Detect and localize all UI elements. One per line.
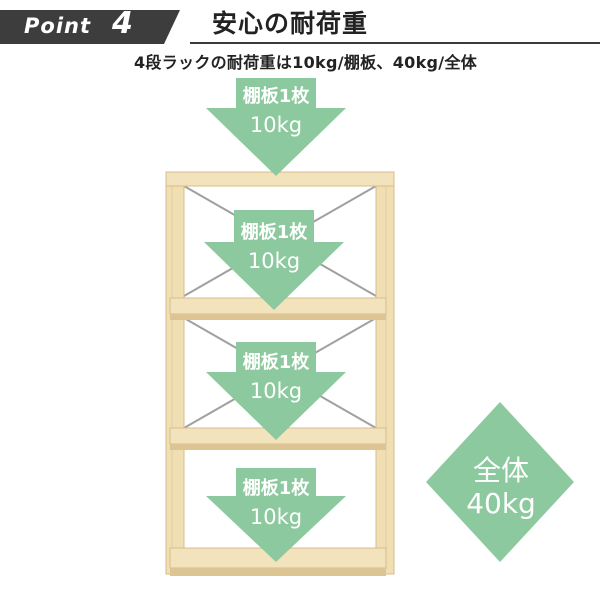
arrow-shape-4: [206, 468, 346, 562]
total-load: 全体 40kg: [436, 455, 566, 521]
point-badge: Point 4: [0, 4, 180, 44]
total-diamond: [426, 402, 574, 562]
point-number: 4: [112, 6, 133, 41]
shelf-load-4: 棚板1枚 10kg: [206, 478, 346, 530]
point-badge-shape: [0, 10, 180, 44]
arrow-shape-2: [204, 210, 344, 310]
shelf-load-label: 棚板1枚: [242, 478, 310, 499]
shelf-load-1: 棚板1枚 10kg: [206, 86, 346, 138]
total-load-weight: 40kg: [466, 487, 536, 520]
title-divider: [190, 42, 600, 44]
shelf-load-label: 棚板1枚: [242, 352, 310, 373]
page-subtitle: 4段ラックの耐荷重は10kg/棚板、40kg/全体: [134, 53, 478, 72]
shelf-load-label: 棚板1枚: [240, 222, 308, 243]
total-load-label: 全体: [472, 454, 529, 487]
point-word: Point: [24, 14, 92, 38]
page-title: 安心の耐荷重: [212, 9, 369, 38]
shelf-load-label: 棚板1枚: [242, 86, 310, 107]
arrow-shape-3: [206, 342, 346, 440]
shelf-load-weight: 10kg: [249, 113, 303, 137]
arrow-shape-1: [206, 78, 346, 176]
shelf-load-weight: 10kg: [247, 249, 301, 273]
side-posts: [165, 173, 395, 575]
shelf-load-weight: 10kg: [249, 379, 303, 403]
shelf-load-2: 棚板1枚 10kg: [204, 222, 344, 274]
shelf-load-3: 棚板1枚 10kg: [206, 352, 346, 404]
shelf-load-weight: 10kg: [249, 505, 303, 529]
